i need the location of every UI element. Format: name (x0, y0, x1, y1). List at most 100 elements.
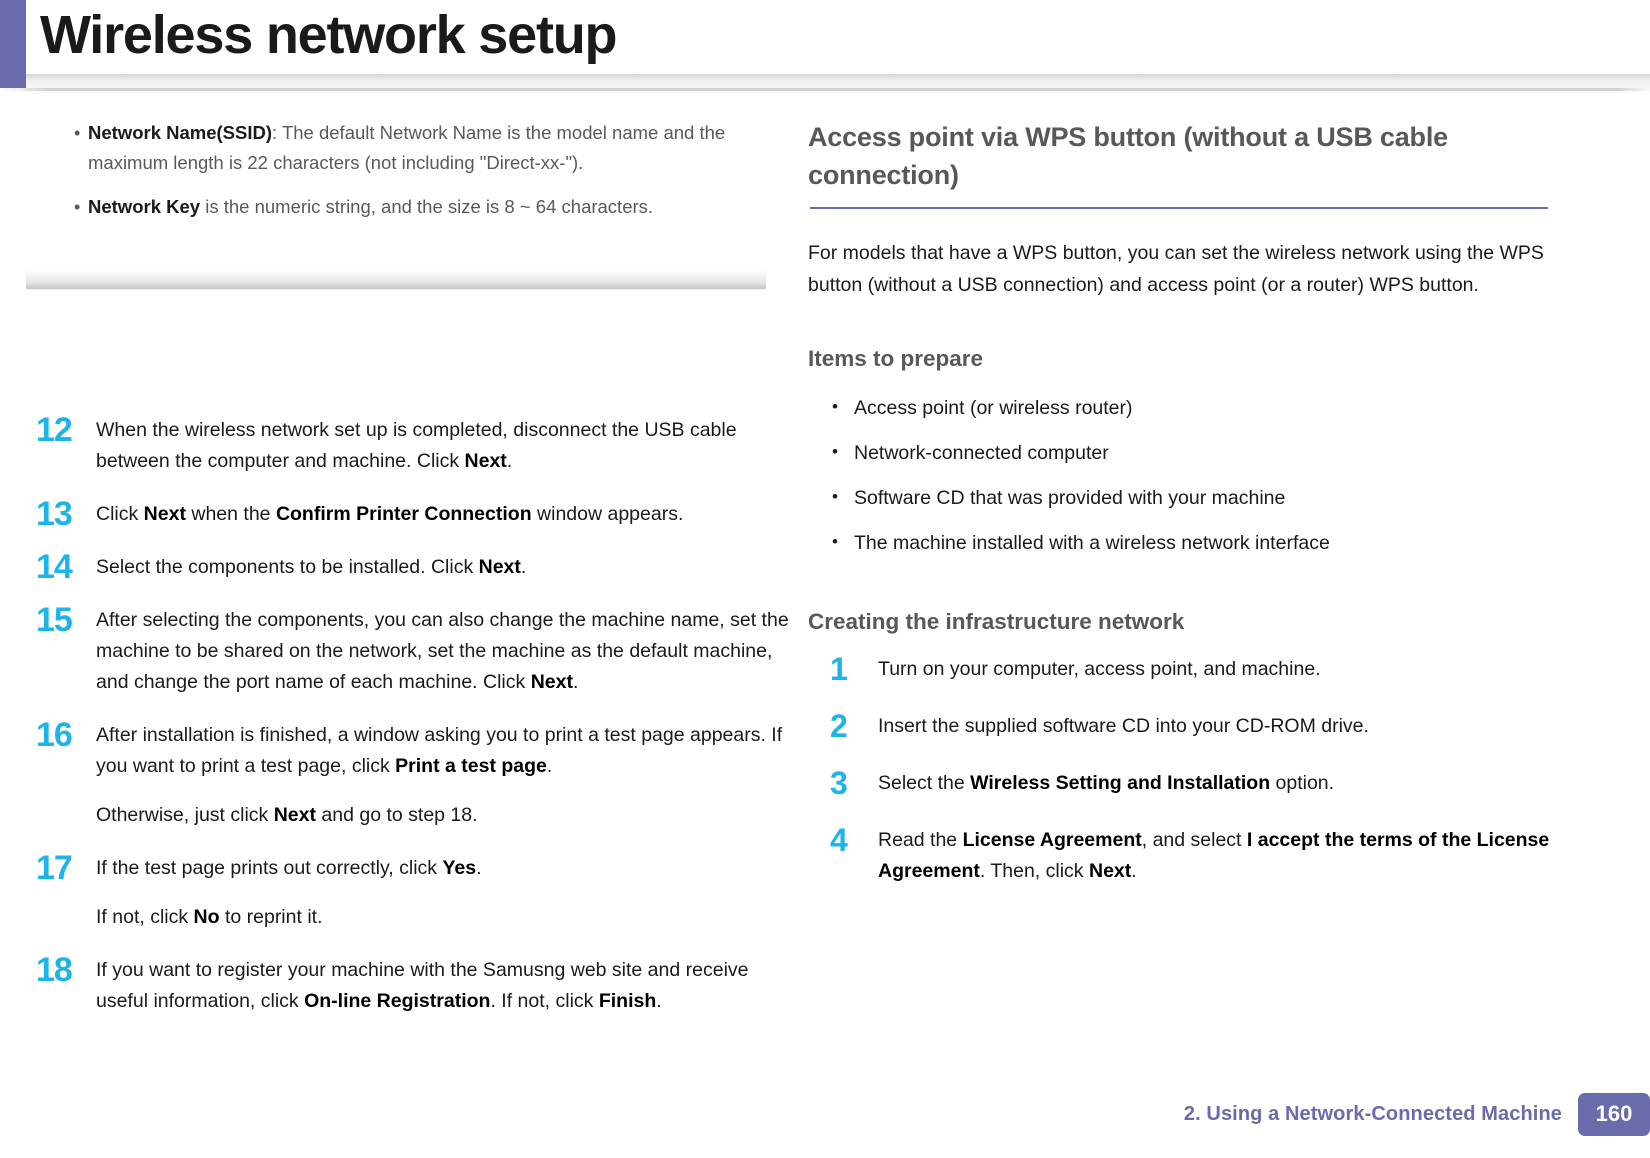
step-text: Click Next when the Confirm Printer Conn… (96, 499, 792, 530)
step-number: 16 (36, 716, 73, 754)
emphasis-text: No (193, 906, 220, 928)
body-text: . Then, click (979, 859, 1089, 882)
step-paragraph: Turn on your computer, access point, and… (878, 654, 1588, 685)
body-text: Turn on your computer, access point, and… (878, 657, 1321, 680)
step-number: 17 (36, 849, 73, 887)
emphasis-text: Wireless Setting and Installation (970, 771, 1271, 794)
emphasis-text: Next (478, 556, 521, 578)
emphasis-text: Next (1088, 859, 1132, 882)
emphasis-text: Yes (442, 857, 477, 879)
body-text: window appears. (531, 503, 684, 525)
body-text: When the wireless network set up is comp… (96, 419, 737, 472)
left-column: •Network Name(SSID): The default Network… (26, 118, 792, 1039)
step-number: 4 (830, 821, 848, 858)
step-text: If you want to register your machine wit… (96, 955, 792, 1017)
prepare-item-label: Network-connected computer (854, 441, 1109, 464)
step-number: 13 (36, 495, 73, 533)
step-text: When the wireless network set up is comp… (96, 415, 792, 477)
title-shadow-gradient (26, 74, 1650, 96)
step-paragraph: Click Next when the Confirm Printer Conn… (96, 499, 792, 530)
body-text: . (1131, 859, 1137, 882)
step-paragraph: Select the Wireless Setting and Installa… (878, 768, 1588, 799)
prepare-item-label: The machine installed with a wireless ne… (854, 531, 1330, 554)
step-text: After selecting the components, you can … (96, 605, 792, 698)
emphasis-text: I accept the terms of the License Agreem… (878, 828, 1550, 882)
body-text: , and select (1141, 828, 1247, 851)
note-box-bottom-shadow (26, 270, 766, 290)
body-text: If not, click (96, 906, 194, 928)
step-item: 2 Insert the supplied software CD into yo… (808, 708, 1588, 744)
step-number: 18 (36, 951, 73, 989)
body-text: . (572, 671, 579, 693)
step-paragraph: After selecting the components, you can … (96, 605, 792, 698)
step-paragraph: After installation is finished, a window… (96, 720, 792, 782)
step-text: After installation is finished, a window… (96, 720, 792, 831)
step-paragraph: If not, click No to reprint it. (96, 902, 792, 933)
left-step-list: 12 When the wireless network set up is co… (36, 411, 792, 1017)
step-paragraph: Read the License Agreement, and select I… (878, 825, 1588, 887)
step-item: 12 When the wireless network set up is co… (36, 411, 792, 477)
step-paragraph: If the test page prints out correctly, c… (96, 853, 792, 884)
emphasis-text: Next (530, 671, 573, 693)
body-text: If the test page prints out correctly, c… (96, 857, 443, 879)
emphasis-text: On-line Registration (304, 990, 491, 1012)
body-text: . (476, 857, 482, 879)
step-number: 1 (830, 650, 848, 687)
step-item: 13 Click Next when the Confirm Printer Co… (36, 495, 792, 533)
note-description: is the numeric string, and the size is 8… (200, 196, 654, 217)
step-item: 14 Select the components to be installed.… (36, 548, 792, 586)
body-text: . (546, 755, 553, 777)
page-header: Wireless network setup (0, 0, 1650, 96)
emphasis-text: Print a test page (395, 755, 547, 777)
note-bullet-list: •Network Name(SSID): The default Network… (36, 118, 792, 222)
step-paragraph: Select the components to be installed. C… (96, 552, 792, 583)
body-text: . (656, 990, 662, 1012)
infrastructure-network-heading: Creating the infrastructure network (808, 608, 1185, 634)
body-text: After selecting the components, you can … (96, 609, 789, 693)
body-text: Otherwise, just click (96, 804, 274, 826)
emphasis-text: Finish (598, 990, 657, 1012)
bullet-icon: • (74, 197, 81, 217)
body-text: Select the (878, 771, 971, 794)
footer-page-number-badge: 160 (1578, 1092, 1650, 1136)
emphasis-text: Confirm Printer Connection (275, 503, 532, 525)
prepare-item: • Access point (or wireless router) (808, 393, 1588, 423)
body-text: . (520, 556, 527, 578)
title-accent-bar (0, 0, 26, 88)
body-text: when the (185, 503, 276, 525)
infrastructure-step-list: 1 Turn on your computer, access point, an… (808, 651, 1588, 887)
body-text: Click (96, 503, 144, 525)
step-number: 12 (36, 411, 73, 449)
step-item: 16 After installation is finished, a wind… (36, 716, 792, 831)
step-number: 14 (36, 548, 73, 586)
bullet-icon: • (832, 396, 838, 416)
step-text: Select the Wireless Setting and Installa… (878, 768, 1588, 799)
step-text: Insert the supplied software CD into you… (878, 711, 1588, 742)
body-text: Read the (878, 828, 963, 851)
body-text: After installation is finished, a window… (96, 724, 783, 777)
title-underline (0, 88, 1650, 91)
body-text: If you want to register your machine wit… (96, 959, 749, 1012)
step-text: Read the License Agreement, and select I… (878, 825, 1588, 887)
items-to-prepare-heading: Items to prepare (808, 345, 984, 371)
step-paragraph: When the wireless network set up is comp… (96, 415, 792, 477)
bullet-icon: • (832, 441, 838, 461)
step-text: Turn on your computer, access point, and… (878, 654, 1588, 685)
step-text: Select the components to be installed. C… (96, 552, 792, 583)
note-label: Network Name(SSID) (88, 122, 273, 143)
note-bullet-item: •Network Name(SSID): The default Network… (36, 118, 792, 178)
footer-chapter-label: 2. Using a Network-Connected Machine (1183, 1102, 1562, 1125)
step-number: 2 (830, 707, 848, 744)
page-title: Wireless network setup (40, 5, 618, 65)
prepare-item-label: Access point (or wireless router) (854, 396, 1133, 419)
right-column: Access point via WPS button (without a U… (808, 118, 1588, 913)
body-text: to reprint it. (219, 906, 323, 928)
prepare-item-label: Software CD that was provided with your … (854, 486, 1286, 509)
emphasis-text: Next (464, 450, 507, 472)
body-text: and go to step 18. (316, 804, 478, 826)
page-footer: 2. Using a Network-Connected Machine 160 (1184, 1092, 1650, 1136)
body-text: . If not, click (490, 990, 599, 1012)
note-bullet-item: •Network Key is the numeric string, and … (36, 192, 792, 222)
